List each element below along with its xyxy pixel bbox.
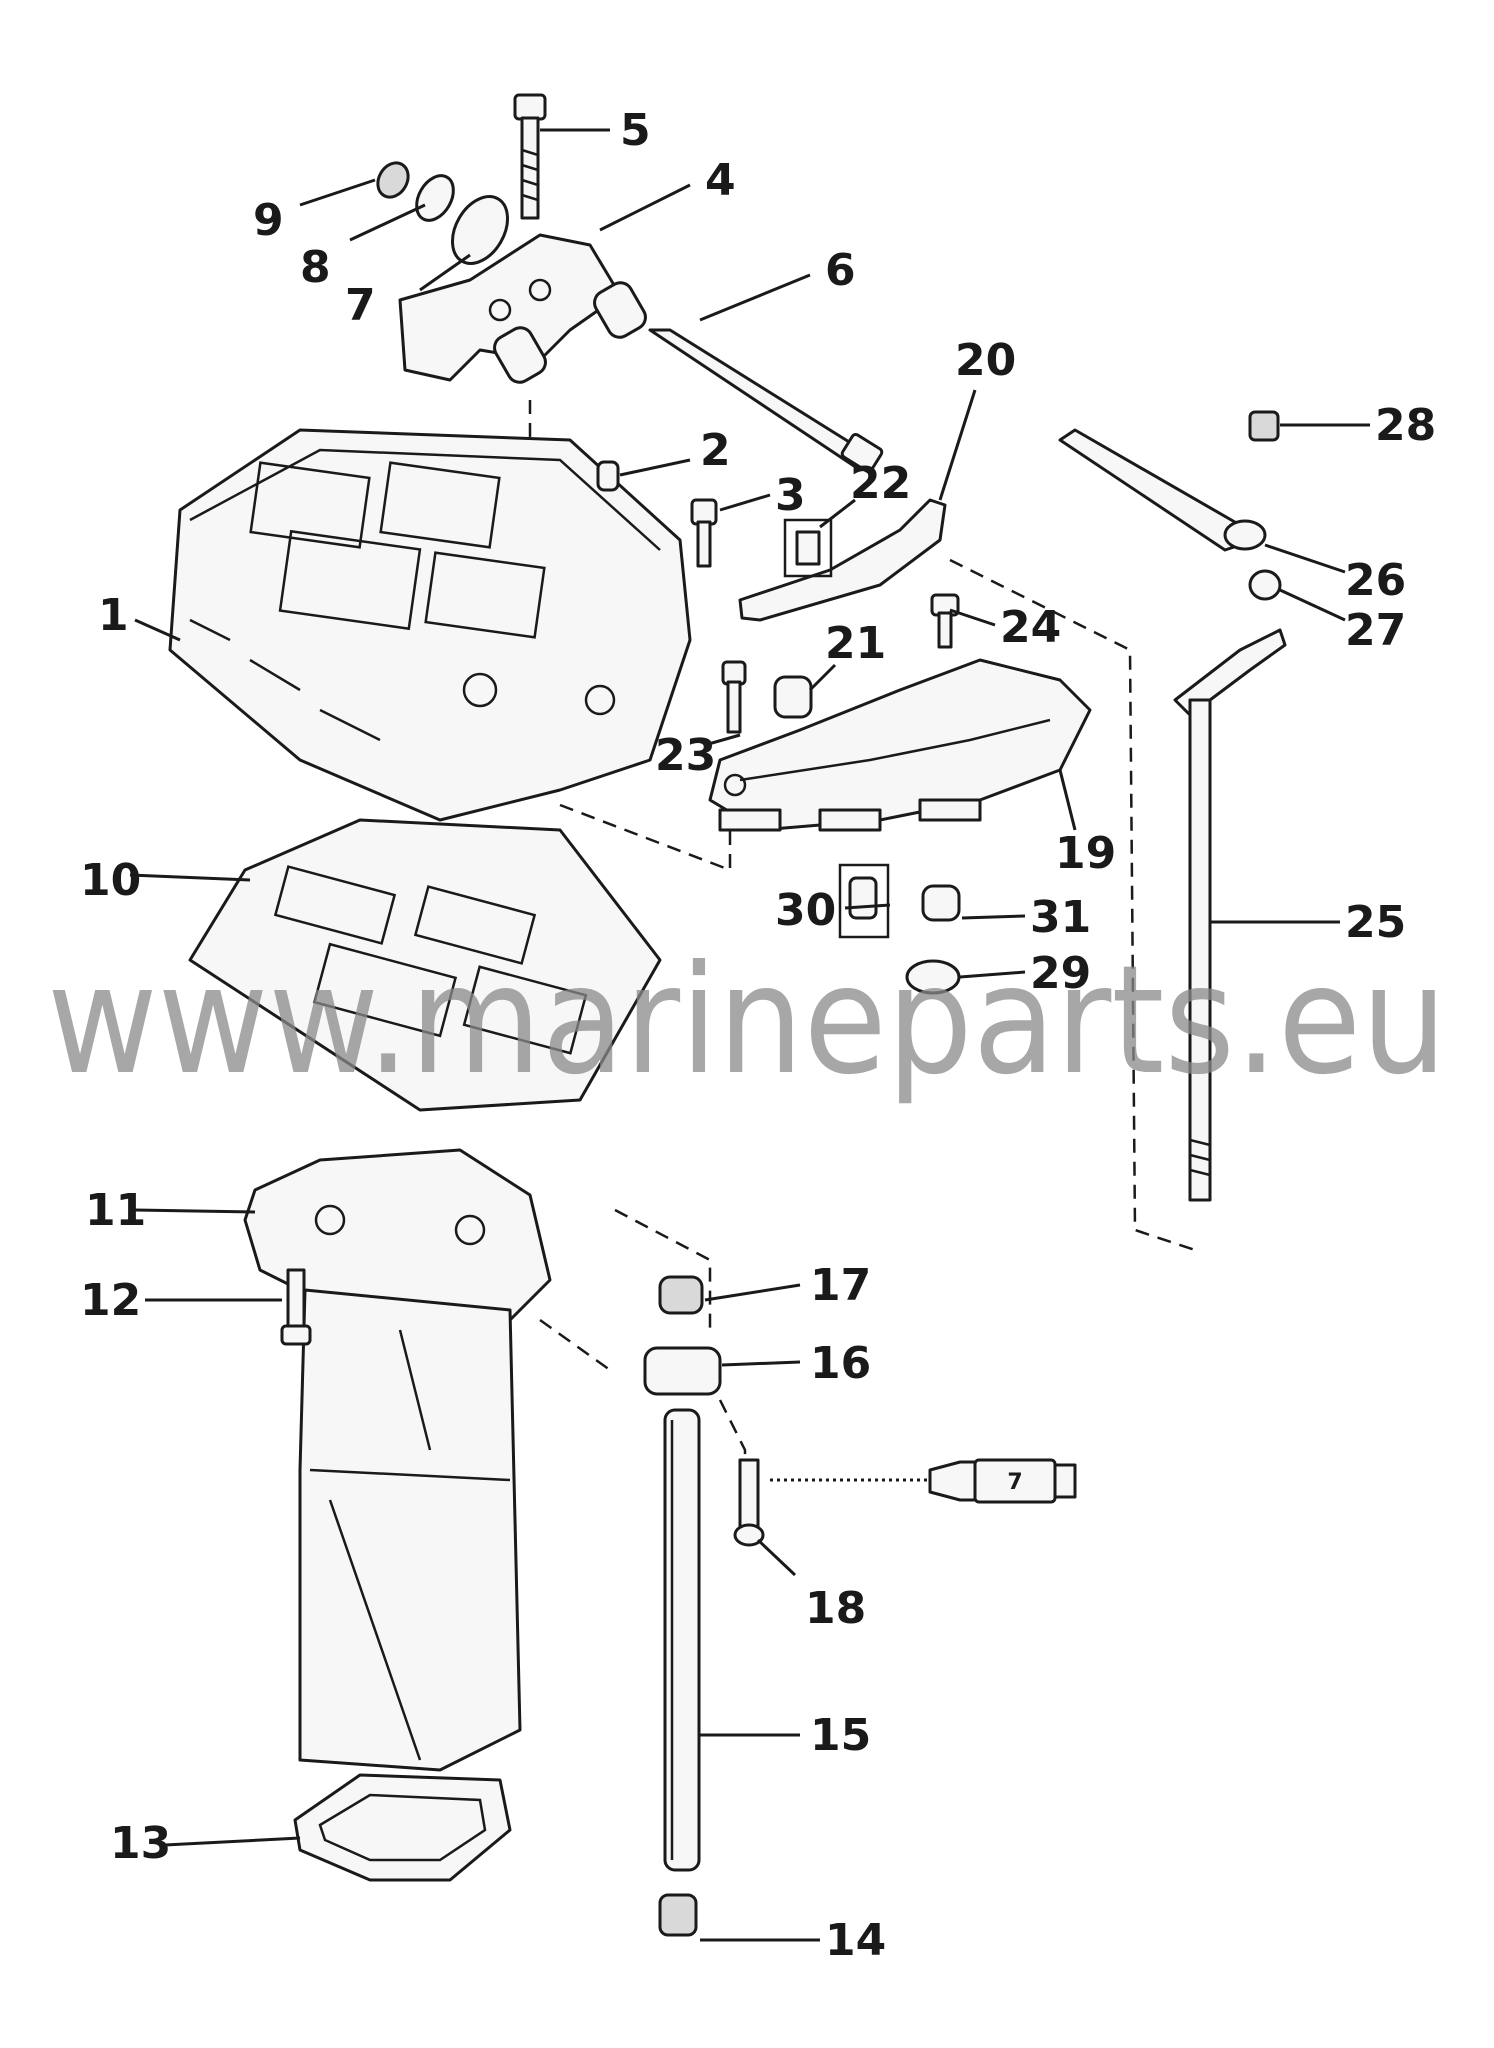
callout-2: 2 — [700, 425, 731, 476]
part-15-shift-shaft-tube — [663, 1408, 701, 1872]
part-25-shift-shaft — [1173, 628, 1287, 1202]
part-31-clip — [921, 884, 961, 922]
part-9-nut — [376, 161, 410, 199]
part-16-retainer-plate — [643, 1346, 722, 1396]
callout-13: 13 — [110, 1818, 171, 1869]
callout-6: 6 — [825, 245, 856, 296]
callout-25: 25 — [1345, 897, 1406, 948]
part-10-gasket — [188, 818, 662, 1112]
part-8-washer — [415, 174, 455, 222]
callout-labels: 1 2 3 4 5 6 7 8 9 10 11 12 13 14 15 16 1… — [80, 105, 1436, 1966]
callout-22: 22 — [850, 458, 911, 509]
callout-20: 20 — [955, 335, 1016, 386]
part-23-screw — [721, 660, 747, 734]
part-4-thermostat-housing — [398, 233, 647, 384]
callout-31: 31 — [1030, 892, 1091, 943]
callout-4: 4 — [705, 155, 736, 206]
part-5-bolt — [513, 93, 547, 220]
callout-12: 12 — [80, 1275, 141, 1326]
callout-28: 28 — [1375, 400, 1436, 451]
callout-15: 15 — [810, 1710, 871, 1761]
callout-7: 7 — [345, 280, 376, 331]
callout-17: 17 — [810, 1260, 871, 1311]
part-24-screw — [930, 593, 960, 649]
callout-16: 16 — [810, 1338, 871, 1389]
part-20-strap — [738, 498, 947, 622]
callout-18: 18 — [805, 1583, 866, 1634]
part-21-bushing — [773, 675, 813, 719]
callout-27: 27 — [1345, 605, 1406, 656]
part-29-bushing — [905, 959, 961, 995]
callout-5: 5 — [620, 105, 651, 156]
callout-19: 19 — [1055, 828, 1116, 879]
part-27-retainer — [1248, 569, 1282, 601]
callout-3: 3 — [775, 470, 806, 521]
callout-14: 14 — [825, 1915, 886, 1966]
callout-10: 10 — [80, 855, 141, 906]
part-19-lever-bracket — [708, 658, 1092, 832]
callout-11: 11 — [85, 1185, 146, 1236]
callout-23: 23 — [655, 730, 716, 781]
part-17-bushing — [658, 1275, 704, 1315]
part-12-screw — [280, 1268, 312, 1346]
part-6-long-bolt — [648, 328, 884, 474]
callout-1: 1 — [98, 590, 129, 641]
part-11-driveshaft-housing — [243, 1148, 552, 1772]
callout-26: 26 — [1345, 555, 1406, 606]
part-28-nut — [1248, 410, 1280, 442]
sensor-tool-tag: 7 — [770, 1458, 1077, 1504]
part-26-shift-link — [1058, 428, 1267, 552]
leader-lines — [129, 128, 1370, 1942]
callout-24: 24 — [1000, 602, 1061, 653]
part-3-screw — [690, 498, 718, 568]
part-13-seal — [293, 1773, 512, 1882]
part-14-bushing — [658, 1893, 698, 1937]
watermark: www.marineparts.eu — [47, 934, 1447, 1108]
callout-9: 9 — [253, 195, 284, 246]
part-30-pin — [838, 863, 890, 939]
sensor-tag-label: 7 — [1007, 1470, 1022, 1495]
part-1-exhaust-adapter-plate — [168, 428, 692, 822]
part-22-clip — [783, 518, 833, 578]
callout-8: 8 — [300, 242, 331, 293]
part-18-screw — [733, 1458, 765, 1547]
part-2-dowel-pin — [596, 460, 620, 492]
callout-21: 21 — [825, 618, 886, 669]
callout-30: 30 — [775, 885, 836, 936]
callout-29: 29 — [1030, 948, 1091, 999]
